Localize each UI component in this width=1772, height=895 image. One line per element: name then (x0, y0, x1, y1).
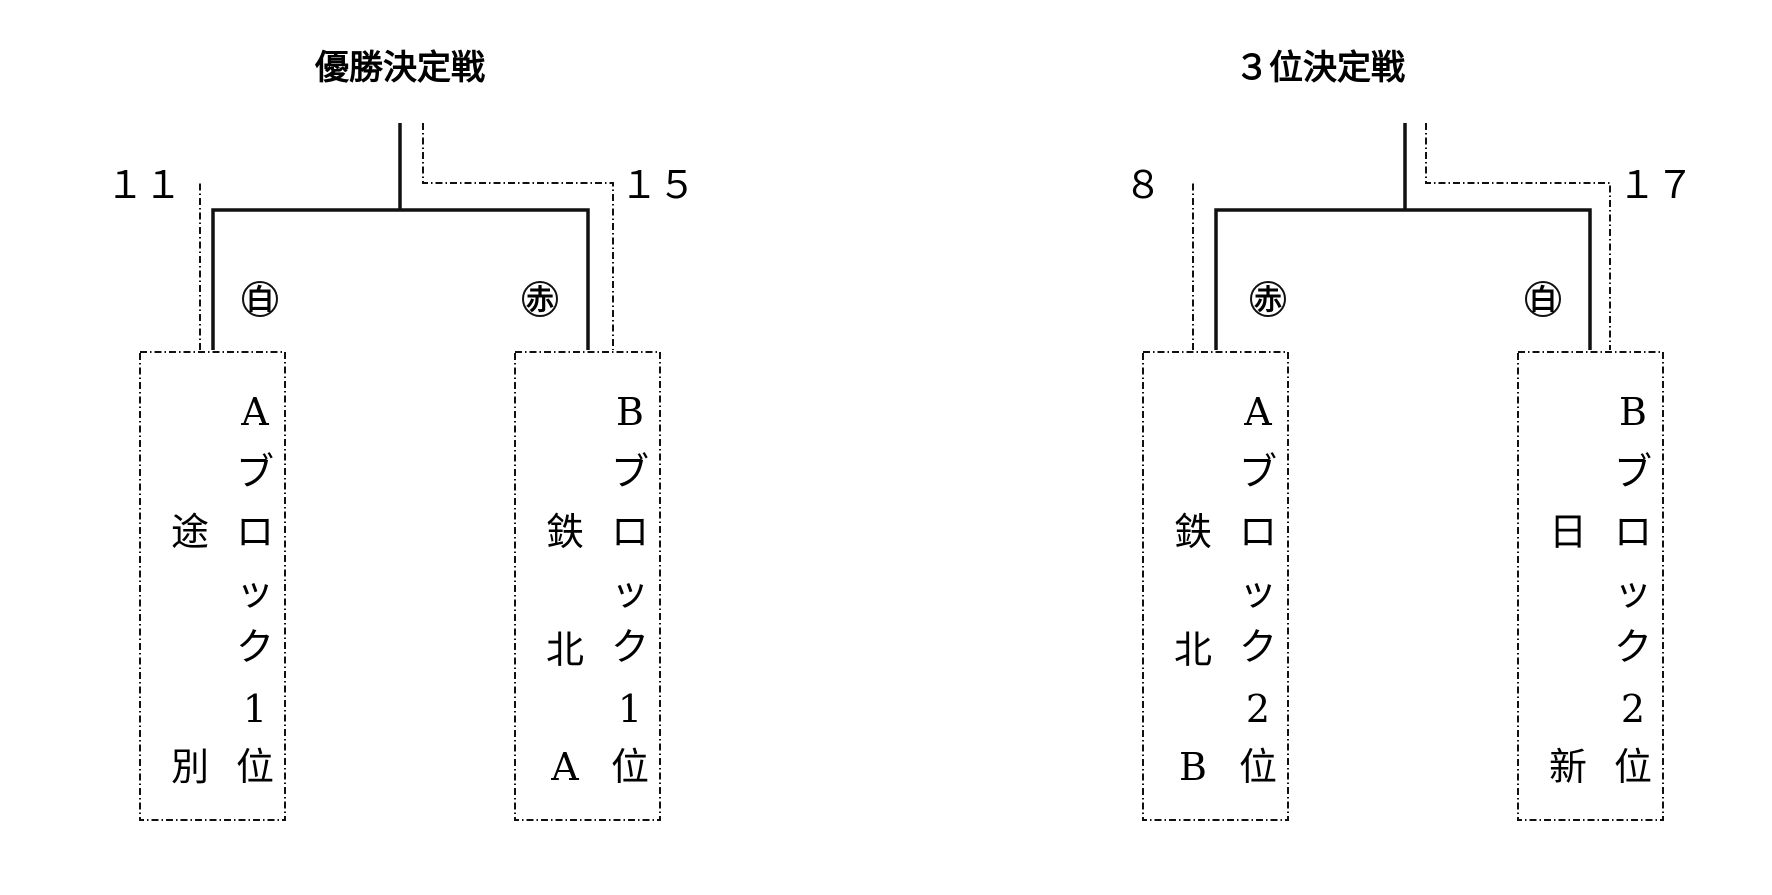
svg-text:新: 新 (1549, 745, 1587, 789)
svg-text:位: 位 (1614, 745, 1652, 789)
svg-text:ブ: ブ (236, 450, 274, 494)
third-left-side: 赤 (1254, 283, 1282, 316)
svg-text:A: A (550, 745, 579, 789)
svg-text:位: 位 (236, 745, 274, 789)
svg-text:ロ: ロ (1239, 510, 1277, 554)
final-left-team-box (139, 351, 286, 821)
svg-text:ッ: ッ (236, 570, 274, 614)
svg-text:B: B (1619, 390, 1647, 434)
third-left-team-name: 鉄 北 B (1174, 510, 1212, 789)
svg-text:1: 1 (243, 687, 267, 731)
svg-text:ロ: ロ (236, 510, 274, 554)
svg-text:ッ: ッ (611, 570, 649, 614)
svg-text:B: B (1179, 745, 1207, 789)
final-right-side-circle (522, 281, 558, 317)
third-right-team-box (1517, 351, 1664, 821)
final-left-team-name: 途 別 (171, 510, 209, 789)
final-left-side: 白 (246, 283, 274, 316)
third-solid-bracket (1214, 208, 1592, 350)
svg-text:鉄: 鉄 (546, 510, 584, 554)
svg-text:位: 位 (611, 745, 649, 789)
svg-text:A: A (1243, 390, 1272, 434)
final-right-team-box (514, 351, 661, 821)
svg-text:ブ: ブ (611, 450, 649, 494)
third-left-team-box (1142, 351, 1289, 821)
final-solid-bracket (211, 208, 590, 350)
final-right-side: 赤 (526, 283, 554, 316)
third-right-side-circle (1525, 281, 1561, 317)
svg-text:ク: ク (611, 625, 649, 669)
final-right-team-name: 鉄 北 A (546, 510, 584, 789)
third-right-score-line (1425, 123, 1611, 350)
final-bracket: 優勝決定戦 １１ １５ 白 赤 途 別 A ブ ロ ッ ク 1 位 鉄 北 A (106, 48, 696, 821)
third-place-title: ３位決定戦 (1235, 48, 1405, 88)
svg-text:ブ: ブ (1239, 450, 1277, 494)
final-right-score: １５ (620, 163, 696, 207)
svg-text:B: B (616, 390, 644, 434)
svg-text:2: 2 (1621, 687, 1645, 731)
svg-text:日: 日 (1549, 510, 1587, 554)
third-right-score: １７ (1618, 163, 1694, 207)
svg-text:位: 位 (1239, 745, 1277, 789)
svg-text:A: A (240, 390, 269, 434)
third-right-side: 白 (1529, 283, 1557, 316)
svg-text:ク: ク (1239, 625, 1277, 669)
final-title: 優勝決定戦 (314, 48, 485, 88)
svg-text:鉄: 鉄 (1174, 510, 1212, 554)
third-left-side-circle (1250, 281, 1286, 317)
third-place-bracket: ３位決定戦 ８ １７ 赤 白 鉄 北 B A ブ ロ ッ ク 2 位 日 新 (1124, 48, 1694, 821)
final-left-team-seed: A ブ ロ ッ ク 1 位 (236, 390, 274, 789)
final-right-team-seed: B ブ ロ ッ ク 1 位 (611, 390, 649, 789)
svg-text:ブ: ブ (1614, 450, 1652, 494)
svg-text:北: 北 (1174, 628, 1212, 672)
svg-text:途: 途 (171, 510, 209, 554)
third-right-team-name: 日 新 (1549, 510, 1587, 789)
svg-text:別: 別 (171, 745, 209, 789)
svg-text:ク: ク (1614, 625, 1652, 669)
third-left-score: ８ (1124, 163, 1162, 207)
svg-text:ッ: ッ (1614, 570, 1652, 614)
final-right-score-line (422, 123, 614, 350)
svg-text:1: 1 (618, 687, 642, 731)
svg-text:2: 2 (1246, 687, 1270, 731)
third-left-team-seed: A ブ ロ ッ ク 2 位 (1239, 390, 1277, 789)
svg-text:ロ: ロ (611, 510, 649, 554)
svg-text:ロ: ロ (1614, 510, 1652, 554)
third-right-team-seed: B ブ ロ ッ ク 2 位 (1614, 390, 1652, 789)
svg-text:ク: ク (236, 625, 274, 669)
final-left-score: １１ (106, 163, 182, 207)
final-left-side-circle (242, 281, 278, 317)
svg-text:北: 北 (546, 628, 584, 672)
svg-text:ッ: ッ (1239, 570, 1277, 614)
